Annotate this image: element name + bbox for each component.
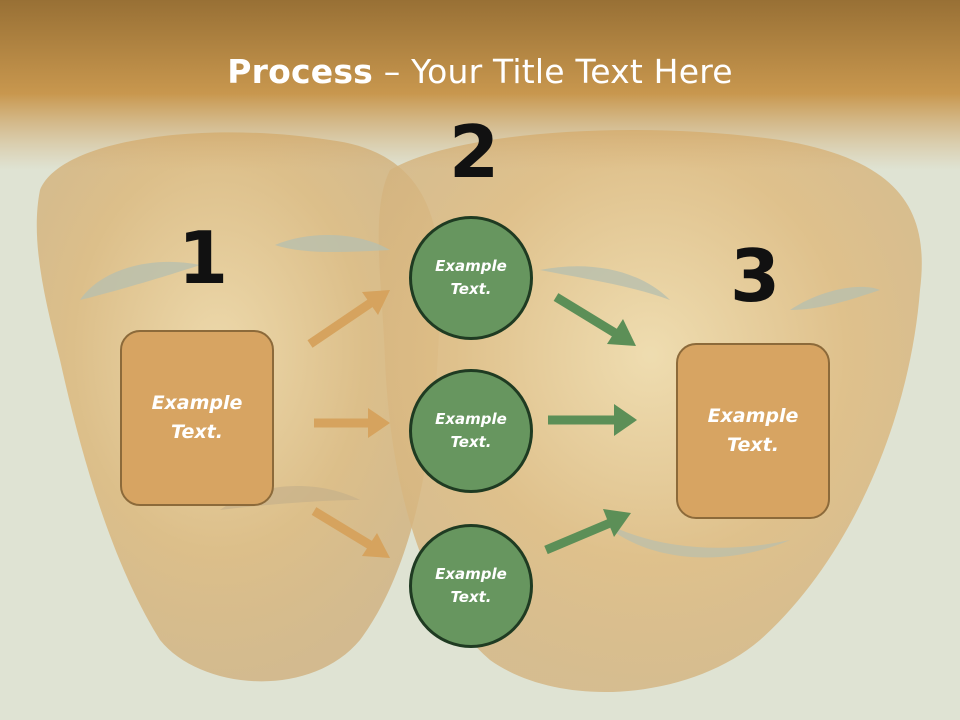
arrow-left-to-top [307,290,390,348]
right-box: Example Text. [676,343,830,519]
left-box-label: Example Text. [151,392,243,443]
step-number-1: 1 [178,216,229,300]
arrow-left-to-middle [314,408,390,438]
arrow-middle-to-right [548,404,637,436]
arrow-left-to-bottom [311,507,390,558]
title-bold: Process [227,52,374,91]
step-number-3: 3 [730,234,781,318]
circle-top-label: Example Text. [435,257,507,298]
title-rest: – Your Title Text Here [373,52,733,91]
slide-title: Process – Your Title Text Here [0,52,960,91]
step-number-2: 2 [449,110,500,194]
circle-middle-label: Example Text. [435,410,507,451]
circle-bottom-label: Example Text. [435,565,507,606]
circle-top: Example Text. [409,216,533,340]
right-box-label: Example Text. [707,405,799,456]
arrow-bottom-to-right [544,509,631,555]
circle-bottom: Example Text. [409,524,533,648]
circle-middle: Example Text. [409,369,533,493]
arrow-top-to-right [553,293,636,346]
left-box: Example Text. [120,330,274,506]
